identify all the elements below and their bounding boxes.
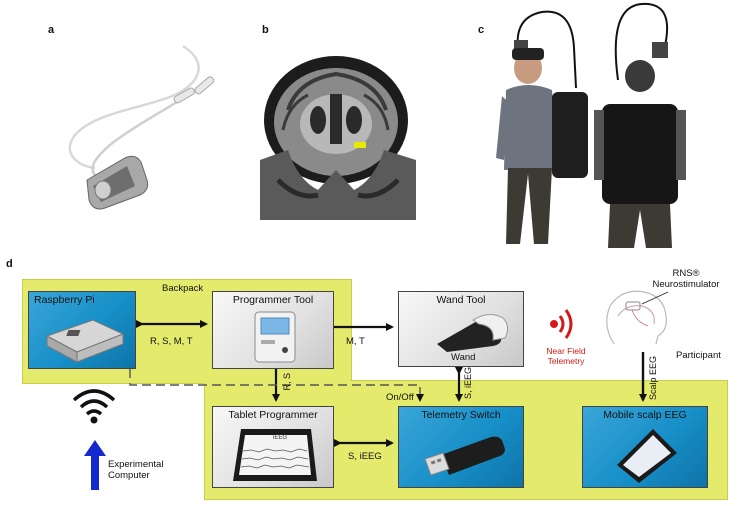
programmer-wand-label: M, T xyxy=(346,336,365,347)
participant-label: Participant xyxy=(676,350,721,361)
rns-pointer-line xyxy=(641,291,669,305)
near-field-label-line2: Telemetry xyxy=(547,356,585,366)
on-off-dashed-line xyxy=(129,369,424,402)
tablet-programmer-title: Tablet Programmer xyxy=(228,409,318,421)
tablet-telemetry-label: S, iEEG xyxy=(348,451,382,462)
near-field-label-line1: Near Field xyxy=(546,346,586,356)
tablet-screen-label: iEEG xyxy=(273,435,288,441)
eeg-tablet-icon xyxy=(617,429,677,483)
wand-sub-label: Wand xyxy=(451,352,476,363)
on-off-label: On/Off xyxy=(386,392,414,403)
telemetry-switch-title: Telemetry Switch xyxy=(421,409,501,421)
backpack-label: Backpack xyxy=(162,283,204,294)
mobile-scalp-eeg-title: Mobile scalp EEG xyxy=(603,409,687,421)
scalp-eeg-label: Scalp EEG xyxy=(648,356,658,401)
rns-label-line1: RNS® xyxy=(672,268,700,279)
experimental-line1: Experimental xyxy=(108,459,164,470)
brain-mri-image xyxy=(258,50,418,220)
wand-icon xyxy=(437,314,509,352)
panel-label-d: d xyxy=(6,258,13,270)
programmer-tool-title: Programmer Tool xyxy=(232,294,314,306)
experimental-line2: Computer xyxy=(108,470,150,481)
wand-tool-title: Wand Tool xyxy=(436,294,486,306)
near-field-label: Near Field Telemetry xyxy=(534,346,598,366)
wand-tool-box: Wand Tool Wand xyxy=(398,291,524,367)
neurostimulator-device-image xyxy=(68,44,215,210)
participant-head-illustration xyxy=(606,290,667,345)
usb-stick-icon xyxy=(424,436,505,476)
near-field-telemetry-icon xyxy=(550,309,573,339)
rns-label-line2: Neurostimulator xyxy=(652,279,720,290)
panel-label-c: c xyxy=(478,24,485,36)
raspberry-pi-title: Raspberry Pi xyxy=(34,294,95,306)
panel-label-a: a xyxy=(48,24,55,36)
rns-label: RNS® Neurostimulator xyxy=(652,268,719,290)
wand-telemetry-label: S, iEEG xyxy=(463,367,473,400)
participant-photo-front xyxy=(496,10,588,244)
telemetry-switch-box: Telemetry Switch xyxy=(398,406,524,488)
tablet-programmer-box: Tablet Programmer iEEG xyxy=(212,406,334,488)
programmer-tool-icon xyxy=(254,311,296,363)
panel-label-b: b xyxy=(262,24,269,36)
raspberry-pi-box: Raspberry Pi xyxy=(28,291,136,369)
programmer-tablet-label: R, S xyxy=(282,373,292,391)
participant-photo-back xyxy=(594,2,686,248)
tablet-icon xyxy=(233,429,317,481)
programmer-tool-box: Programmer Tool xyxy=(212,291,334,369)
raspberry-pi-icon xyxy=(45,319,125,363)
experimental-computer-label: Experimental Computer xyxy=(108,459,163,481)
wifi-icon xyxy=(72,389,116,424)
pi-programmer-label: R, S, M, T xyxy=(150,336,193,347)
blue-up-arrow xyxy=(84,440,106,490)
mobile-scalp-eeg-box: Mobile scalp EEG xyxy=(582,406,708,488)
